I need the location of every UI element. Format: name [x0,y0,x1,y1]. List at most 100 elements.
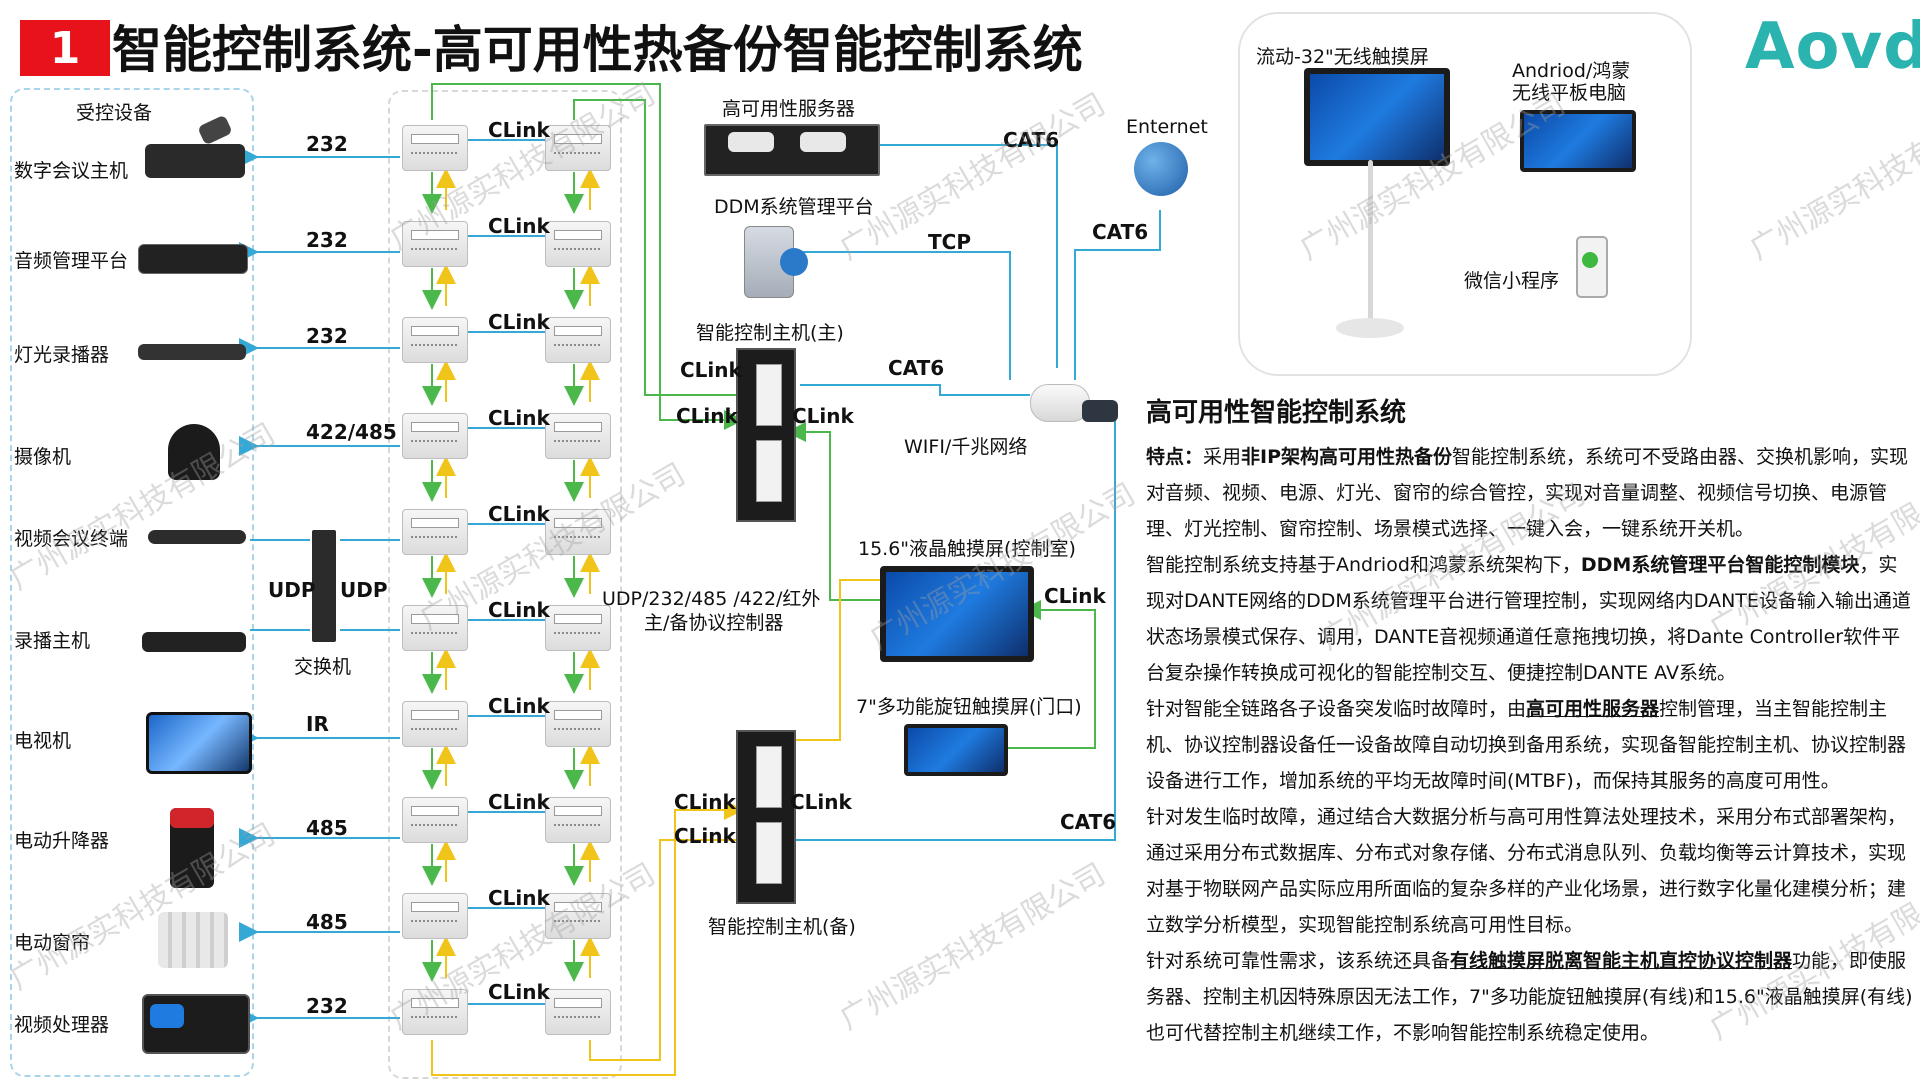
description-paragraph: 针对智能全链路各子设备突发临时故障时，由高可用性服务器控制管理，当主智能控制主机… [1146,691,1914,799]
curtain-image [158,912,228,968]
network-switch-small [1082,400,1118,422]
device-label: 视频处理器 [14,1014,110,1036]
ddm-globe-icon [780,248,808,276]
device-label: 音频管理平台 [14,250,129,272]
device-label: 录播主机 [14,630,91,652]
switch-udp-right: UDP [340,578,388,602]
rack-slot [756,440,782,502]
protocol-controller-module [545,413,611,459]
screen32-image [1304,68,1450,166]
tv-image [146,712,252,774]
protocol-controller-module [402,509,468,555]
server-cat6-label: CAT6 [1003,128,1060,152]
globe-icon [1134,142,1188,196]
protocol-label: 485 [306,910,348,934]
page-title: 智能控制系统-高可用性热备份智能控制系统 [112,21,1083,79]
description-text: 采用 [1203,446,1242,468]
switch-udp-left: UDP [268,578,316,602]
video-processor-screen [150,1004,184,1028]
wifi-label: WIFI/千兆网络 [904,436,1028,458]
description-text: 智能控制系统，系统可不受路由器、交换机影响，实现对音频、视频、电源、灯光、窗帘的… [1146,446,1909,540]
clink-label: CLink [488,790,550,814]
clink-label: CLink [488,118,550,142]
touch156-clink: CLink [1044,584,1106,608]
mobile-terminals-frame [1238,12,1692,376]
protocol-controller-caption-2: 主/备协议控制器 [644,612,784,634]
protocol-controller-module [402,317,468,363]
backup-host-cat6: CAT6 [1060,810,1117,834]
description-text: 针对系统可靠性需求，该系统还具备 [1146,950,1451,972]
tablet-label-line2: 无线平板电脑 [1512,82,1627,104]
tablet-image [1520,110,1636,172]
main-host-clink-top: CLink [680,358,742,382]
switch-label: 交换机 [294,656,352,678]
network-switch-image [312,530,336,642]
description-emphasis: 非IP架构高可用性热备份 [1241,446,1453,468]
protocol-controller-frame [388,90,622,1079]
backup-host-rack [736,730,796,904]
clink-label: CLink [488,886,550,910]
description-emphasis: DDM系统管理平台智能控制模块 [1580,554,1860,576]
rack-slot [756,746,782,808]
clink-label: CLink [488,310,550,334]
protocol-controller-caption-1: UDP/232/485 /422/红外 [602,588,821,610]
description-panel: 高可用性智能控制系统 特点：采用非IP架构高可用性热备份智能控制系统，系统可不受… [1146,392,1914,1051]
protocol-controller-module [402,605,468,651]
description-paragraph: 特点：采用非IP架构高可用性热备份智能控制系统，系统可不受路由器、交换机影响，实… [1146,439,1914,547]
brand-logo: Aovd [1745,10,1920,84]
protocol-controller-module [402,797,468,843]
lift-lid-image [170,808,214,828]
rack-slot [756,364,782,426]
device-label: 电动升降器 [14,830,110,852]
clink-label: CLink [488,694,550,718]
description-text: 针对智能全链路各子设备突发临时故障时，由 [1146,698,1527,720]
backup-host-clink-left-2: CLink [674,824,736,848]
protocol-label: 232 [306,132,348,156]
protocol-controller-module [545,797,611,843]
description-text: ，实现对DANTE网络的DDM系统管理平台进行管理控制，实现网络内DANTE设备… [1146,554,1911,684]
server-drive [728,132,774,152]
clink-label: CLink [488,502,550,526]
enternet-cat6-label: CAT6 [1092,220,1149,244]
touch7-label: 7"多功能旋钮触摸屏(门口) [856,696,1082,718]
recording-host-image [142,632,246,652]
clink-label: CLink [488,598,550,622]
protocol-controller-module [545,317,611,363]
protocol-label: 422/485 [306,420,397,444]
wechat-icon [1582,252,1598,268]
description-title: 高可用性智能控制系统 [1146,398,1407,428]
protocol-controller-module [402,221,468,267]
controlled-devices-frame [10,88,254,1077]
touch7-screen-image [904,724,1008,776]
protocol-controller-module [545,989,611,1035]
main-host-label: 智能控制主机(主) [696,322,844,344]
touch156-label: 15.6"液晶触摸屏(控制室) [858,538,1076,560]
protocol-controller-module [545,221,611,267]
description-emphasis: 有线触摸屏脱离智能主机直控协议控制器 [1450,950,1793,972]
protocol-controller-module [402,125,468,171]
device-label: 数字会议主机 [14,160,129,182]
description-paragraph: 智能控制系统支持基于Andriod和鸿蒙系统架构下，DDM系统管理平台智能控制模… [1146,547,1914,691]
conference-host-image [145,144,245,178]
protocol-controller-module [545,125,611,171]
light-recorder-image [138,344,246,360]
enternet-label: Enternet [1126,116,1208,138]
server-drive [800,132,846,152]
device-label: 电视机 [14,730,72,752]
clink-label: CLink [488,406,550,430]
device-label: 电动窗帘 [14,932,91,954]
ddm-label: DDM系统管理平台 [714,196,874,218]
clink-label: CLink [488,214,550,238]
description-text: 智能控制系统支持基于Andriod和鸿蒙系统架构下， [1146,554,1581,576]
protocol-label: 232 [306,324,348,348]
protocol-controller-module [402,701,468,747]
main-host-clink-right: CLink [792,404,854,428]
ddm-tcp-label: TCP [928,230,971,254]
audio-platform-image [138,244,248,274]
screen32-stand [1368,160,1373,320]
description-paragraph: 针对发生临时故障，通过结合大数据分析与高可用性算法处理技术，采用分布式部署架构，… [1146,806,1907,936]
camera-image [168,424,220,480]
screen32-base [1336,318,1404,338]
description-emphasis: 高可用性服务器 [1526,698,1660,720]
